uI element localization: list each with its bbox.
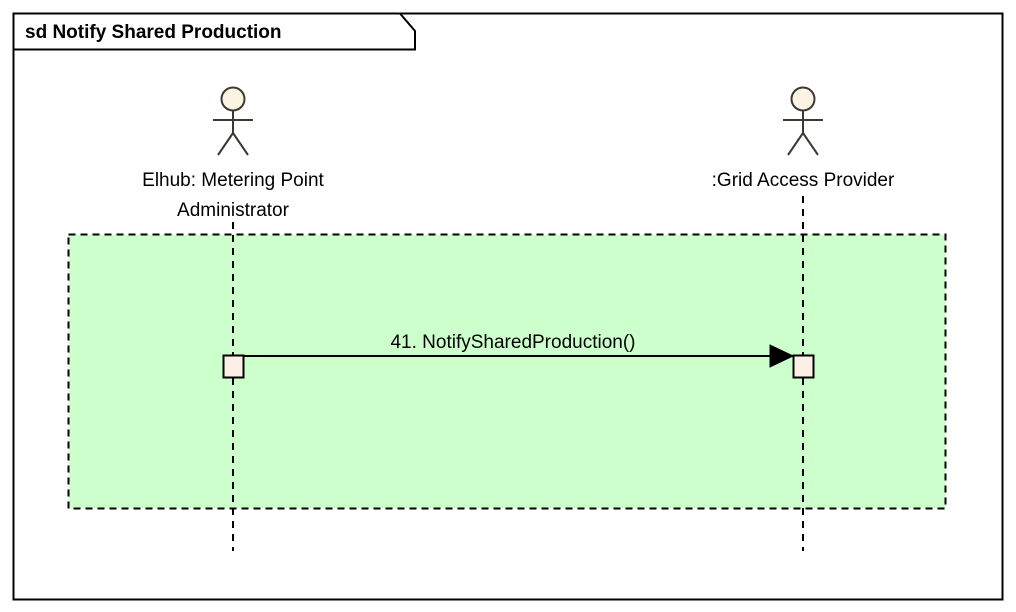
actor-left-leg-icon <box>787 132 804 156</box>
activation-box-target[interactable] <box>792 354 815 379</box>
frame-title-label: sd Notify Shared Production <box>25 22 282 43</box>
lifeline-grid-access-provider[interactable]: :Grid Access Provider <box>712 86 895 552</box>
actor-head-icon <box>220 86 246 112</box>
lifeline-elhub-metering-point-administrator[interactable]: Elhub: Metering Point Administrator <box>142 86 325 552</box>
actor-right-leg-icon <box>802 132 819 156</box>
actor-stick-figure-icon <box>783 86 823 156</box>
message-label: 41. NotifySharedProduction() <box>390 332 635 353</box>
message-arrowhead-icon <box>769 344 795 368</box>
lifeline-label-line1: Elhub: Metering Point <box>142 170 324 191</box>
frame-title-tab <box>12 12 416 51</box>
lifeline-label-line1: :Grid Access Provider <box>712 170 895 191</box>
message-notify-shared-production[interactable]: 41. NotifySharedProduction() <box>243 332 795 368</box>
lifeline-label-line2: Administrator <box>177 200 290 221</box>
actor-stick-figure-icon <box>213 86 253 156</box>
actor-head-icon <box>790 86 816 112</box>
actor-left-leg-icon <box>217 132 234 156</box>
activation-box-source[interactable] <box>222 354 245 379</box>
actor-right-leg-icon <box>232 132 249 156</box>
